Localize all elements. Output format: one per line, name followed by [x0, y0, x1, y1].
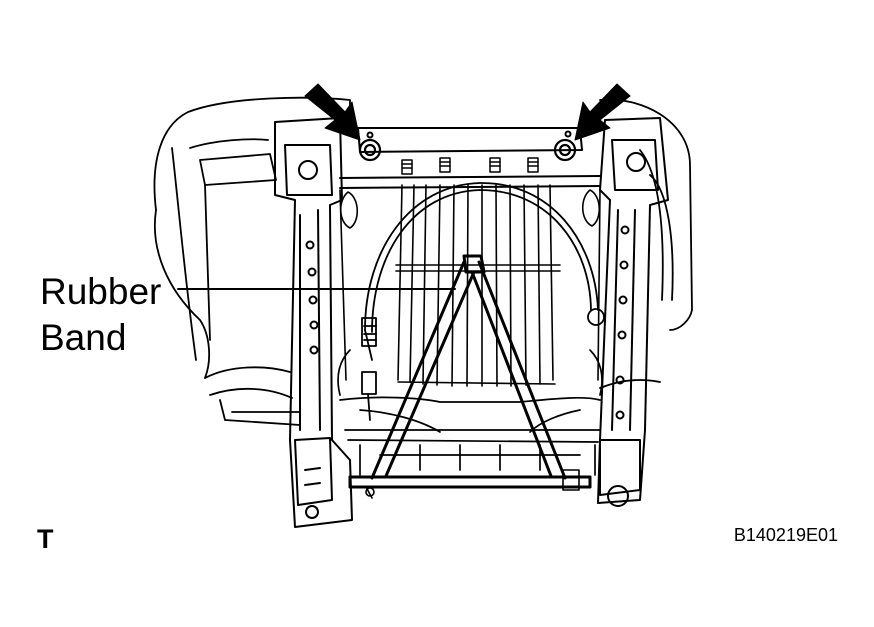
right-side-frame	[597, 117, 669, 507]
corner-code: T	[37, 524, 54, 554]
rubber-band-label-line2: Band	[40, 317, 127, 358]
inner-bolsters	[339, 189, 601, 381]
spring-row	[401, 157, 539, 175]
arrow-right-icon	[574, 83, 631, 141]
rubber-band-label-line1: Rubber	[40, 271, 162, 312]
band-hooks	[365, 469, 580, 499]
lumbar-grille	[395, 184, 561, 387]
lower-mechanism	[337, 349, 603, 476]
rubber-band	[348, 254, 592, 489]
bolt-left	[358, 138, 382, 162]
bolt-right	[553, 138, 577, 162]
left-side-frame	[274, 117, 353, 528]
figure-id: B140219E01	[733, 525, 838, 545]
arrow-left-icon	[304, 83, 361, 141]
seat-shell-outline	[153, 96, 693, 426]
cable-loop	[361, 182, 605, 421]
top-bracket	[339, 127, 601, 189]
